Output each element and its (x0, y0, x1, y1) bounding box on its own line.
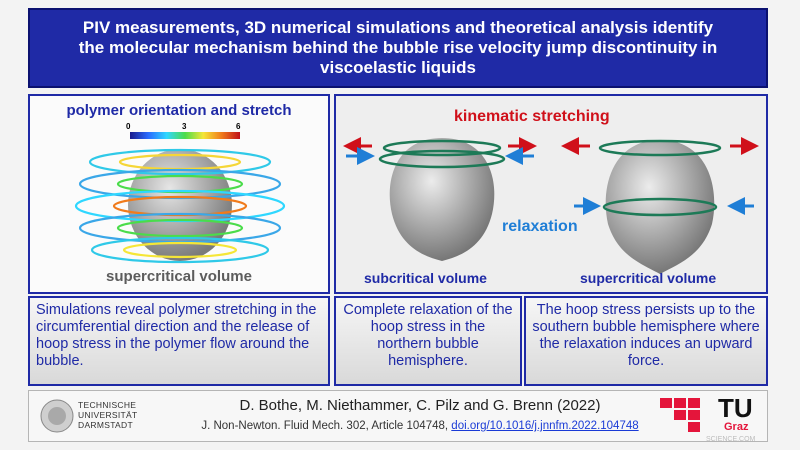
schematic-panel: kinematic stretching (334, 94, 768, 294)
colorbar-tick-3: 3 (182, 122, 187, 131)
colorbar-tick-6: 6 (236, 122, 241, 131)
kinematic-stretching-label: kinematic stretching (454, 108, 610, 125)
tu-darmstadt-logo-text: TECHNISCHE UNIVERSITÄT DARMSTADT (78, 400, 138, 430)
title-line-1: PIV measurements, 3D numerical simulatio… (82, 18, 714, 37)
simulation-panel: polymer orientation and stretch 0 3 6 su… (28, 94, 330, 294)
ring-super-lower (602, 197, 718, 217)
supercritical-caption-left: supercritical volume (106, 268, 252, 285)
simulation-image (74, 148, 286, 264)
tu-darmstadt-line-3: DARMSTADT (78, 420, 133, 430)
subcritical-caption: subcritical volume (364, 270, 487, 286)
text-box-middle: Complete relaxation of the hoop stress i… (334, 296, 522, 386)
authors: D. Bothe, M. Niethammer, C. Pilz and G. … (239, 397, 601, 414)
tu-graz-subtext: Graz (724, 421, 749, 433)
journal-citation: J. Non-Newton. Fluid Mech. 302, Article … (175, 420, 665, 432)
supercritical-bubble (605, 140, 715, 274)
watermark: SCIENCE.COM (706, 436, 756, 443)
ring-super-upper (598, 139, 722, 157)
journal-prefix: J. Non-Newton. Fluid Mech. 302, Article … (201, 420, 449, 432)
tu-graz-logo-icon (660, 398, 700, 432)
tu-darmstadt-line-2: UNIVERSITÄT (78, 410, 138, 420)
footer (28, 390, 768, 442)
title-line-3: viscoelastic liquids (320, 58, 476, 77)
title-banner: PIV measurements, 3D numerical simulatio… (28, 8, 768, 88)
colorbar (130, 132, 240, 139)
doi-link[interactable]: doi.org/10.1016/j.jnnfm.2022.104748 (451, 420, 639, 432)
tu-darmstadt-line-1: TECHNISCHE (78, 400, 137, 410)
relaxation-label: relaxation (502, 218, 578, 235)
text-box-left: Simulations reveal polymer stretching in… (28, 296, 330, 386)
tu-darmstadt-seal-icon (40, 399, 74, 433)
ring-sub-upper (382, 139, 502, 157)
ring-sub-lower (378, 149, 506, 169)
text-box-right: The hoop stress persists up to the south… (524, 296, 768, 386)
bubbles-schematic (343, 137, 759, 274)
subcritical-bubble (389, 138, 495, 261)
orientation-heading: polymer orientation and stretch (66, 102, 292, 119)
title-line-2: the molecular mechanism behind the bubbl… (78, 38, 718, 57)
tu-graz-text: TU (718, 393, 753, 423)
colorbar-tick-0: 0 (126, 122, 131, 131)
supercritical-caption-right: supercritical volume (580, 270, 717, 286)
